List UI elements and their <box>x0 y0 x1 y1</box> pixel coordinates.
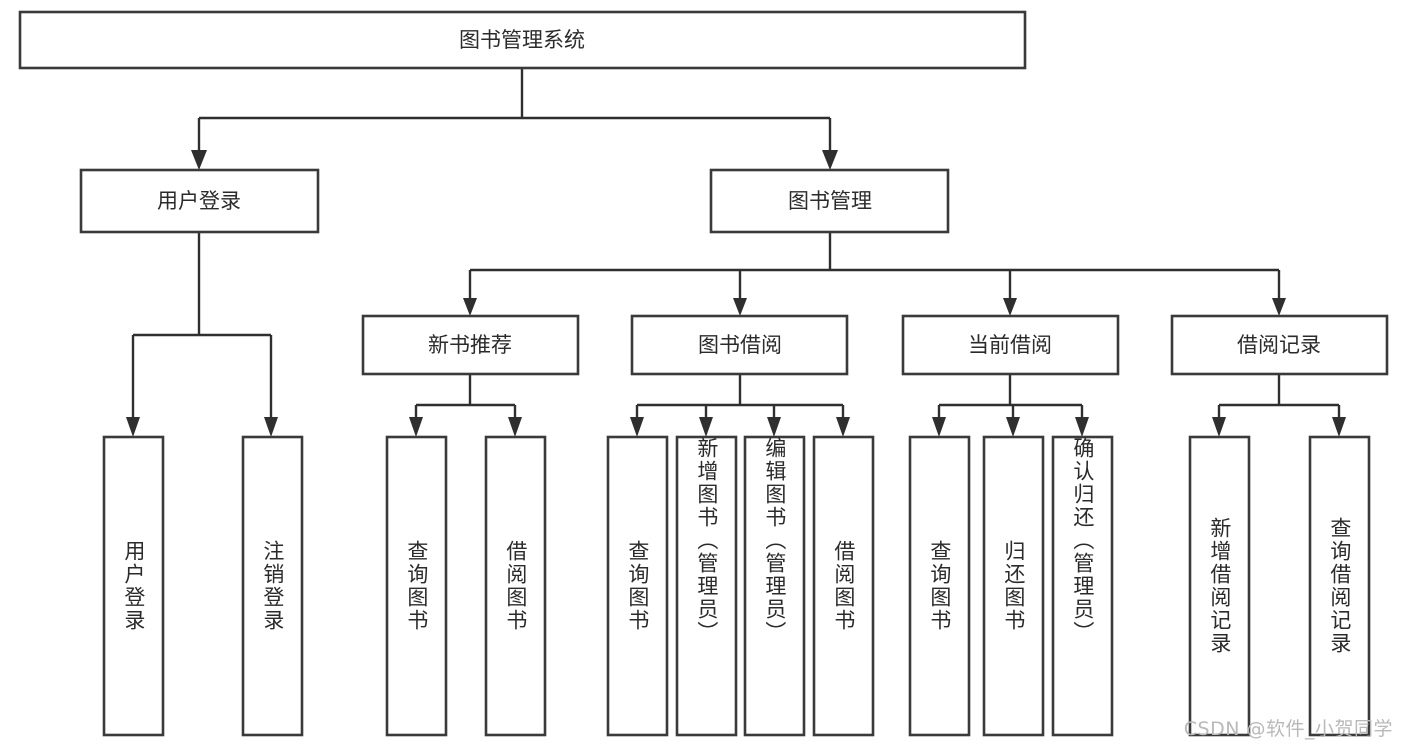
arrow-head-leaf-user-login <box>126 417 140 437</box>
node-root[interactable]: 图书管理系统 <box>18 10 1027 70</box>
node-leaf-return-book-rect[interactable] <box>982 435 1045 737</box>
node-leaf-add-book-rect[interactable] <box>675 435 738 737</box>
arrow-head-leaf-confirm-return <box>1075 417 1089 437</box>
arrow-head-leaf-add-borrow-record <box>1212 417 1226 437</box>
node-new-book-recommend-rect[interactable] <box>361 314 580 376</box>
node-current-borrow-rect[interactable] <box>901 314 1120 376</box>
node-root-rect[interactable] <box>18 10 1027 70</box>
arrow-head-leaf-query-book-recommend <box>409 417 423 437</box>
node-leaf-query-borrow-record-rect[interactable] <box>1308 435 1371 737</box>
node-borrow-record-rect[interactable] <box>1170 314 1389 376</box>
arrow-head-leaf-add-book <box>699 417 713 437</box>
watermark-text: CSDN @软件_小贺同学 <box>1183 718 1393 740</box>
node-user-login-rect[interactable] <box>79 168 320 234</box>
connectors-root-to-level2 <box>191 68 838 170</box>
connectors-current-borrow-to-leaves <box>932 374 1089 437</box>
node-book-manage-label: 图书管理 <box>788 189 872 213</box>
connectors-book-manage-to-level3 <box>463 232 1286 316</box>
arrow-head-book-borrow <box>733 298 747 316</box>
node-leaf-query-book-borrow-rect[interactable] <box>606 435 669 737</box>
node-leaf-query-book-current-rect[interactable] <box>908 435 971 737</box>
node-leaf-confirm-return-rect[interactable] <box>1051 435 1114 737</box>
node-leaf-user-logout-rect[interactable] <box>241 435 304 737</box>
node-book-manage-rect[interactable] <box>709 168 950 234</box>
node-book-manage[interactable]: 图书管理 <box>709 168 950 234</box>
connectors-borrow-record-to-leaves <box>1212 374 1346 437</box>
arrow-head-leaf-query-book-current <box>932 417 946 437</box>
node-new-book-recommend[interactable]: 新书推荐 <box>361 314 580 376</box>
node-root-label: 图书管理系统 <box>459 28 585 52</box>
node-leaf-borrow-book-recommend-rect[interactable] <box>484 435 547 737</box>
node-leaf-edit-book-rect[interactable] <box>743 435 806 737</box>
arrow-head-leaf-edit-book <box>767 417 781 437</box>
connectors-new-book-recommend-to-leaves <box>409 374 522 437</box>
node-borrow-record-label: 借阅记录 <box>1237 333 1321 357</box>
connectors-user-login-to-leaves <box>126 232 278 437</box>
node-current-borrow[interactable]: 当前借阅 <box>901 314 1120 376</box>
node-book-borrow-label: 图书借阅 <box>698 333 782 357</box>
arrow-head-borrow-record <box>1272 298 1286 316</box>
connectors-book-borrow-to-leaves <box>630 374 850 437</box>
arrow-head-leaf-return-book <box>1006 417 1020 437</box>
node-borrow-record[interactable]: 借阅记录 <box>1170 314 1389 376</box>
node-book-borrow-rect[interactable] <box>630 314 849 376</box>
node-current-borrow-label: 当前借阅 <box>968 333 1052 357</box>
arrow-head-leaf-borrow-book <box>836 417 850 437</box>
arrow-head-leaf-borrow-book-recommend <box>508 417 522 437</box>
node-user-login-label: 用户登录 <box>157 189 241 213</box>
node-leaf-query-book-recommend-rect[interactable] <box>385 435 448 737</box>
node-book-borrow[interactable]: 图书借阅 <box>630 314 849 376</box>
arrow-head-leaf-user-logout <box>264 417 278 437</box>
arrow-head-current-borrow <box>1003 298 1017 316</box>
arrow-head-new-book-recommend <box>463 298 477 316</box>
node-leaf-borrow-book-rect[interactable] <box>812 435 875 737</box>
arrow-head-user-login <box>191 150 207 170</box>
node-leaf-add-borrow-record-rect[interactable] <box>1188 435 1251 737</box>
node-user-login[interactable]: 用户登录 <box>79 168 320 234</box>
arrow-head-book-manage <box>822 150 838 170</box>
arrow-head-leaf-query-book-borrow <box>630 417 644 437</box>
node-new-book-recommend-label: 新书推荐 <box>428 333 512 357</box>
node-leaf-user-login-rect[interactable] <box>102 435 165 737</box>
arrow-head-leaf-query-borrow-record <box>1332 417 1346 437</box>
